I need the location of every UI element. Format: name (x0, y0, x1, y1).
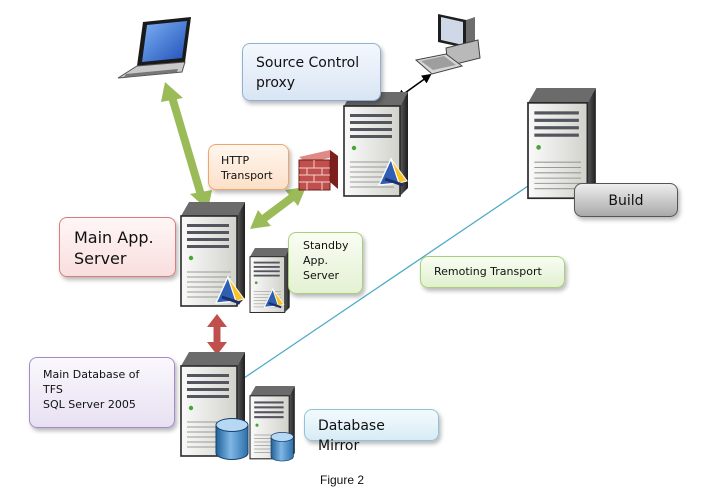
source-control-proxy-server (343, 91, 409, 197)
database-mirror-server (249, 385, 296, 462)
build-text: Build (608, 193, 644, 209)
database-cylinder-icon (270, 432, 294, 462)
build-label: Build (574, 183, 678, 217)
remoting-transport-label: Remoting Transport (420, 256, 565, 288)
standby-app-server-label: Standby App. Server (288, 232, 363, 294)
laptop-icon (117, 17, 191, 79)
figure-caption: Figure 2 (320, 473, 365, 487)
build-server (527, 87, 597, 200)
main-database-server (180, 351, 249, 460)
remoting-transport-text: Remoting Transport (434, 265, 542, 278)
db-link-arrow (207, 314, 227, 355)
database-cylinder-icon (215, 418, 249, 460)
main-database-text: Main Database of TFS SQL Server 2005 (43, 368, 140, 411)
database-mirror-text: Database Mirror (318, 418, 385, 454)
main-app-server-label: Main App. Server (59, 217, 176, 277)
http-transport-text: HTTP Transport (221, 154, 273, 182)
standby-app-server (249, 247, 291, 313)
main-app-server-text: Main App. Server (74, 228, 154, 268)
main-database-label: Main Database of TFS SQL Server 2005 (29, 357, 175, 428)
database-mirror-label: Database Mirror (304, 409, 439, 454)
http-transport-label: HTTP Transport (208, 144, 289, 190)
firewall-icon (298, 150, 338, 191)
laptop-link-arrow (161, 82, 212, 210)
remoting-line (243, 181, 536, 379)
source-control-proxy-text: Source Control proxy (256, 55, 360, 91)
main-app-server (180, 201, 246, 307)
source-control-proxy-label: Source Control proxy (242, 43, 381, 101)
proxy-link-arrow (250, 187, 306, 229)
standby-app-server-text: Standby App. Server (303, 239, 349, 282)
desktop-computer-icon (414, 14, 481, 75)
